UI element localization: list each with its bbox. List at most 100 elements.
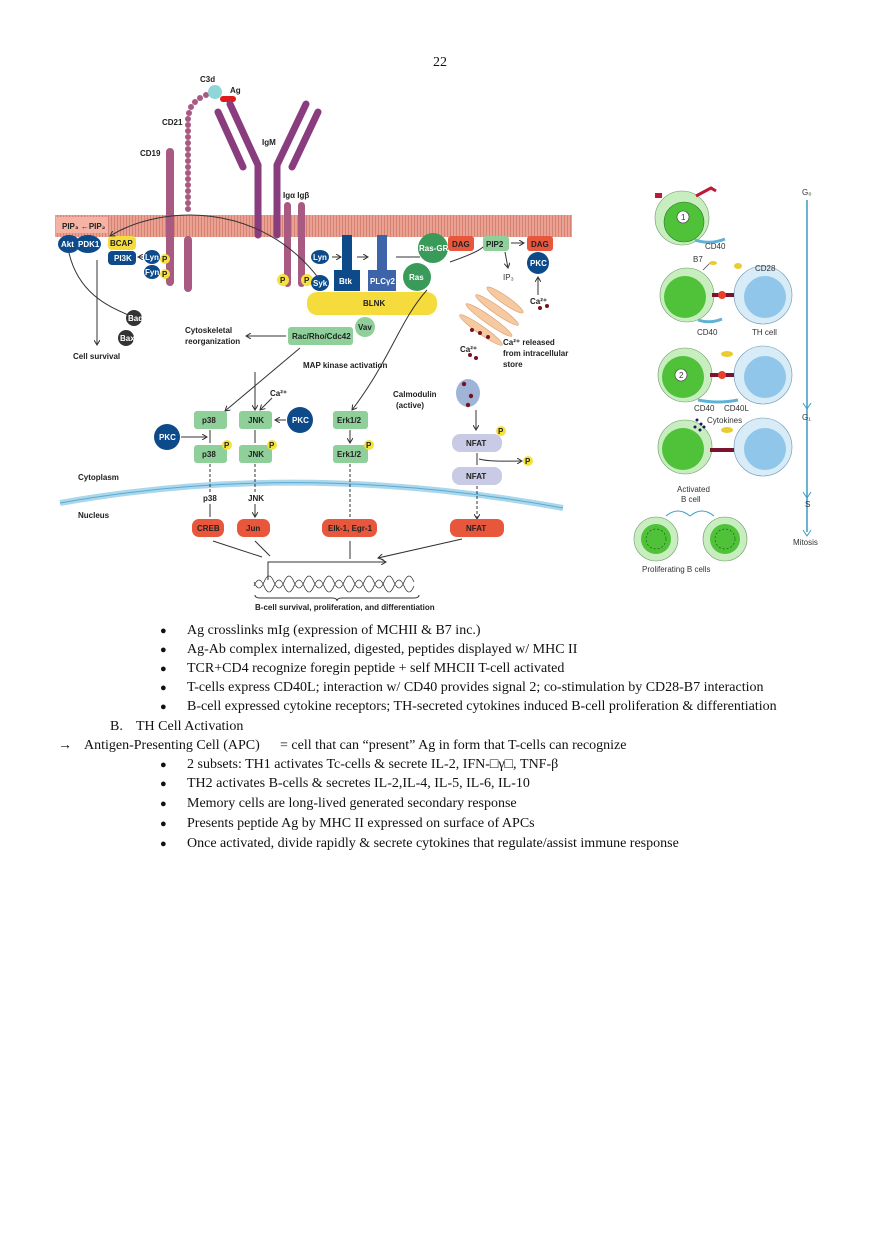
jun-label: Jun (246, 524, 260, 533)
plcg2-node (368, 235, 396, 291)
bullet-icon: ● (160, 625, 167, 637)
ip3-label: IP₃ (503, 273, 514, 282)
pdk1-node (75, 235, 101, 253)
cd40-receptor (694, 237, 726, 244)
ras-grp-node (418, 233, 448, 263)
bullet-icon: ● (160, 759, 167, 771)
nfat-node (452, 467, 502, 485)
bcap-node (108, 236, 136, 250)
ca-released-label: from intracellular (503, 349, 568, 358)
arrow (110, 214, 321, 281)
cd40-label: CD40 (694, 404, 715, 413)
s-label: S (805, 500, 810, 509)
phosphate-label: P (525, 457, 531, 466)
phosphate-label: P (224, 441, 230, 450)
nfat-node (452, 434, 502, 452)
arrow (260, 397, 273, 410)
p38-label: p38 (202, 450, 216, 459)
c3d-molecule (208, 85, 222, 99)
antigen-icon (695, 186, 717, 198)
creb-node (192, 519, 224, 537)
pkc-node (154, 424, 180, 450)
b-cell-nucleus (641, 524, 671, 554)
pip-box (56, 217, 108, 233)
arrowhead (802, 402, 812, 537)
pip2-label: PIP2 (486, 240, 504, 249)
btk-label: Btk (339, 277, 352, 286)
antigen (220, 96, 236, 102)
erk-label: Erk1/2 (337, 416, 362, 425)
phosphate-icon (496, 426, 506, 436)
rac-rho-cdc42-label: Rac/Rho/Cdc42 (292, 332, 351, 341)
cd19-label: CD19 (140, 149, 161, 158)
dna-helix (253, 575, 415, 593)
jnk-nuclear-label: JNK (248, 494, 264, 503)
fyn-label: Fyn (145, 268, 159, 277)
blnk-label: BLNK (363, 299, 385, 308)
lyn-label: Lyn (145, 253, 159, 262)
b-cell-nucleus (664, 276, 706, 318)
igm-receptor (214, 100, 322, 239)
bullet-icon: ● (160, 701, 167, 713)
arrow (352, 289, 428, 410)
section-letter: B. (110, 719, 123, 734)
blnk-node (307, 292, 437, 315)
peptide-mhc (718, 371, 726, 379)
mitosis-label: Mitosis (793, 538, 818, 547)
lyn-label: Lyn (313, 253, 327, 262)
pip-label: PIP₃ ←PIP₂ (62, 222, 106, 231)
phosphate-label: P (269, 441, 275, 450)
b7-label: B7 (693, 255, 703, 264)
bad-node (126, 310, 142, 326)
iga-igb-label: Igα Igβ (283, 191, 309, 200)
creb-label: CREB (197, 524, 220, 533)
proliferating-label: Proliferating B cells (642, 565, 710, 574)
elk-egr-node (322, 519, 377, 537)
cell-cycle-icon (714, 528, 736, 550)
brace (254, 594, 420, 602)
bad-label: Bad (128, 314, 143, 323)
list-item: T-cells express CD40L; interaction w/ CD… (187, 680, 764, 695)
arrow-icon: → (58, 738, 72, 753)
nfat-nuclear-node (450, 519, 504, 537)
pip2-node (483, 236, 509, 251)
list-item: B-cell expressed cytokine receptors; TH-… (187, 699, 777, 714)
cd40-label: CD40 (705, 242, 726, 251)
phosphate-label: P (162, 270, 168, 279)
ras-grp-label: Ras-GRP (419, 244, 454, 253)
cd40-label: CD40 (697, 328, 718, 337)
syk-node (311, 275, 329, 291)
bax-label: Bax (120, 334, 135, 343)
list-item: Memory cells are long-lived generated se… (187, 796, 517, 811)
phosphate-icon (160, 254, 170, 264)
peptide-mhc (718, 291, 726, 299)
phosphate-icon (277, 274, 289, 286)
pkc-label: PKC (292, 416, 309, 425)
step-2-label: 2 (679, 371, 684, 380)
calmodulin-molecule (456, 379, 480, 408)
jun-node (237, 519, 270, 537)
bullet-icon: ● (160, 778, 167, 790)
b7-cd28-pair (721, 351, 733, 357)
bax-node (118, 330, 134, 346)
arrow (476, 453, 522, 465)
fyn-node (144, 265, 160, 279)
bullet-icon: ● (160, 644, 167, 656)
cd21-receptor (184, 90, 215, 292)
dag-node (527, 236, 553, 251)
phosphate-icon (523, 456, 533, 466)
list-item: TCR+CD4 recognize foregin peptide + self… (187, 661, 565, 676)
cd40l-label: CD40L (724, 404, 749, 413)
step-1-label: 1 (681, 213, 686, 222)
ag-label: Ag (230, 86, 241, 95)
cd19-receptor (166, 148, 174, 286)
ca-label: Ca²⁺ (530, 297, 547, 306)
bullet-icon: ● (160, 798, 167, 810)
dag-node (448, 236, 474, 251)
transcription-arrow (267, 562, 386, 580)
ca-released-label: Ca²⁺ released (503, 338, 555, 347)
c3d-label: C3d (200, 75, 215, 84)
list-item: Ag-Ab complex internalized, digested, pe… (187, 642, 578, 657)
jnk-label: JNK (248, 416, 264, 425)
bullet-icon: ● (160, 818, 167, 830)
